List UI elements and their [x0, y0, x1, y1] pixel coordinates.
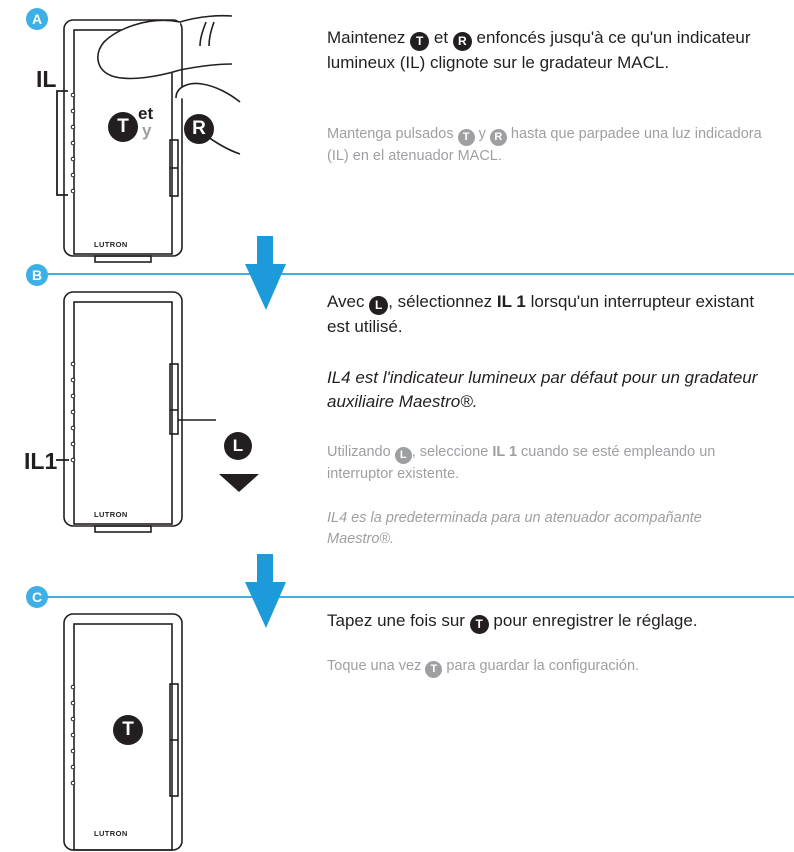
- step-a-marker: A: [26, 8, 48, 30]
- step-a-instruction-es: Mantenga pulsados T y R hasta que parpad…: [327, 126, 762, 164]
- step-c-instruction-fr: Tapez une fois sur T pour enregistrer le…: [327, 609, 787, 634]
- y-label: y: [142, 121, 152, 140]
- finger-illustration: [97, 14, 241, 155]
- r-button-icon: R: [489, 129, 507, 146]
- il-bracket-a: [56, 90, 68, 196]
- arrow-down-2: [245, 554, 286, 628]
- step-c-instruction-es: Toque una vez T para guardar la configur…: [327, 656, 777, 678]
- r-button-icon: R: [184, 114, 214, 144]
- t-button-icon: T: [410, 32, 430, 51]
- et-label: et: [138, 104, 154, 123]
- indicator-dots-a: [70, 92, 76, 194]
- indicator-dots-b: [70, 361, 76, 463]
- t-button-icon: T: [108, 112, 138, 142]
- step-b-instruction-es: Utilizando L, seleccione IL 1 cuando se …: [327, 444, 716, 482]
- l-button-icon: L: [394, 447, 412, 464]
- t-button-icon: T: [469, 615, 489, 634]
- lutron-logo: LUTRON: [94, 240, 128, 249]
- t-button-icon: T: [457, 129, 475, 146]
- l-button-icon: L: [224, 432, 252, 460]
- device-b: [63, 291, 216, 533]
- step-b-instruction-fr: Avec L, sélectionnez IL 1 lorsqu'un inte…: [327, 292, 755, 336]
- triangle-down-icon: [219, 474, 259, 492]
- l-button-icon: L: [369, 296, 389, 315]
- il-label: IL: [36, 66, 57, 92]
- step-b-note-es: IL4 es la predeterminada para un atenuad…: [327, 510, 702, 547]
- arrow-down-1: [245, 236, 286, 310]
- step-b-marker: B: [26, 264, 48, 286]
- t-button-icon: T: [425, 661, 443, 678]
- il1-label: IL1: [24, 448, 58, 474]
- lutron-logo: LUTRON: [94, 510, 128, 519]
- step-a-instruction-fr: Maintenez T et R enfoncés jusqu'à ce qu'…: [327, 28, 751, 72]
- lutron-logo: LUTRON: [94, 829, 128, 838]
- step-c-marker: C: [26, 586, 48, 608]
- indicator-dots-c: [70, 684, 76, 786]
- t-button-icon: T: [113, 715, 143, 745]
- r-button-icon: R: [452, 32, 472, 51]
- step-b-note-fr: IL4 est l'indicateur lumineux par défaut…: [327, 368, 758, 411]
